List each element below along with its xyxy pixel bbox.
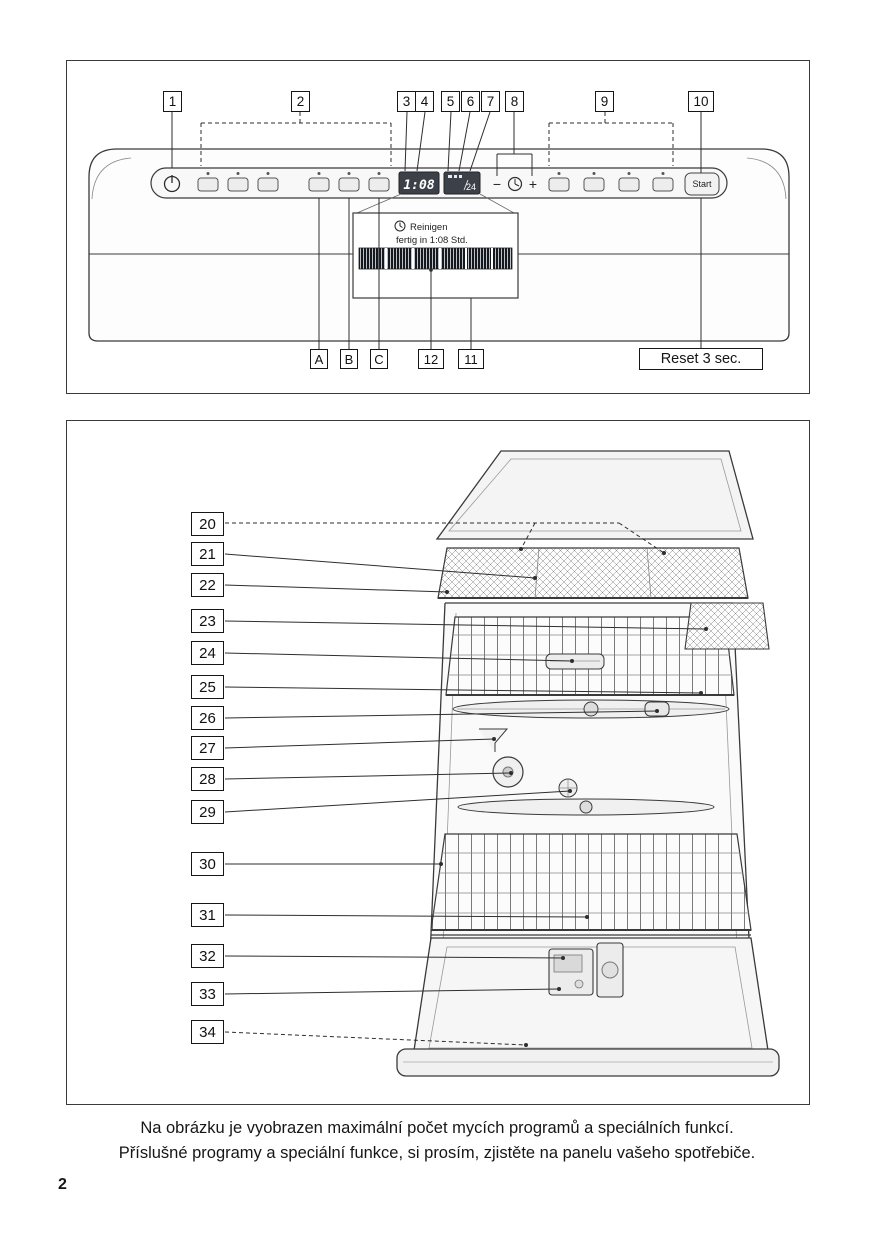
callout-25: 25 [191, 675, 224, 699]
callout-31: 31 [191, 903, 224, 927]
upper-spray-arm [452, 699, 730, 719]
callout-B: B [340, 349, 358, 369]
interior-dashed-connectors [224, 522, 665, 1046]
callout-2: 2 [291, 91, 310, 112]
callout-23: 23 [191, 609, 224, 633]
small-basket [684, 602, 770, 650]
display-time-value: 1:08 [403, 178, 434, 193]
callout-32: 32 [191, 944, 224, 968]
connector-end-dots [439, 547, 708, 1047]
delay-timer-icon [507, 176, 523, 192]
salt-cap [492, 756, 524, 788]
minus-label: − [493, 176, 501, 192]
control-panel-diagram-frame: 1:08 24 − + [66, 60, 810, 394]
cutlery-drawer [437, 547, 749, 599]
caption-line-2: Příslušné programy a speciální funkce, s… [118, 1143, 756, 1162]
magnified-display-line2: fertig in 1:08 Std. [396, 235, 468, 246]
callout-A: A [310, 349, 328, 369]
plus-label: + [529, 176, 537, 192]
callout-8: 8 [505, 91, 524, 112]
callout-4: 4 [415, 91, 434, 112]
lid [435, 450, 754, 540]
basket-handle [545, 653, 605, 670]
callout-34: 34 [191, 1020, 224, 1044]
start-button-illustration: Start [684, 172, 720, 196]
interior-diagram-frame: 20 21 22 23 24 25 26 27 28 29 30 31 32 3… [66, 420, 810, 1105]
lower-basket [430, 833, 752, 931]
callout-connectors [171, 111, 702, 349]
callout-12: 12 [418, 349, 444, 369]
control-panel-illustration: 1:08 24 − + [88, 111, 790, 349]
page-number: 2 [58, 1176, 67, 1193]
caption-line-1: Na obrázku je vyobrazen maximální počet … [140, 1119, 734, 1137]
callout-C: C [370, 349, 388, 369]
panel-display: 1:08 24 [398, 171, 481, 195]
start-label: Start [692, 179, 712, 189]
status-clock-icon [394, 220, 406, 232]
callout-22: 22 [191, 573, 224, 597]
magnified-display-line1: Reinigen [410, 222, 448, 233]
callout-30: 30 [191, 852, 224, 876]
callout-21: 21 [191, 542, 224, 566]
magnified-display: Reinigen fertig in 1:08 Std. [352, 193, 519, 299]
program-buttons-right [548, 172, 674, 192]
callout-29: 29 [191, 800, 224, 824]
callout-5: 5 [441, 91, 460, 112]
power-icon [163, 175, 181, 193]
callout-28: 28 [191, 767, 224, 791]
callout-33: 33 [191, 982, 224, 1006]
callout-6: 6 [461, 91, 480, 112]
spray-head [558, 778, 578, 798]
callout-20: 20 [191, 512, 224, 536]
callout-9: 9 [595, 91, 614, 112]
callout-10: 10 [688, 91, 714, 112]
callout-7: 7 [481, 91, 500, 112]
callout-24: 24 [191, 641, 224, 665]
callout-11: 11 [458, 349, 484, 369]
callout-3: 3 [397, 91, 416, 112]
control-strip: 1:08 24 − + [150, 167, 728, 199]
callout-27: 27 [191, 736, 224, 760]
reset-callout: Reset 3 sec. [639, 348, 763, 370]
group-brackets [200, 112, 674, 166]
base-plinth [396, 1048, 780, 1077]
interior-illustration [224, 450, 780, 1077]
caption: Na obrázku je vyobrazen maximální počet … [0, 1116, 874, 1166]
display-lens [358, 247, 513, 270]
display-small-value: 24 [466, 182, 476, 192]
middle-spray-arm [457, 798, 715, 816]
program-buttons-left [197, 172, 390, 192]
callout-1: 1 [163, 91, 182, 112]
callout-26: 26 [191, 706, 224, 730]
interior-callout-connectors [224, 553, 707, 995]
detergent-dispenser [548, 942, 624, 998]
